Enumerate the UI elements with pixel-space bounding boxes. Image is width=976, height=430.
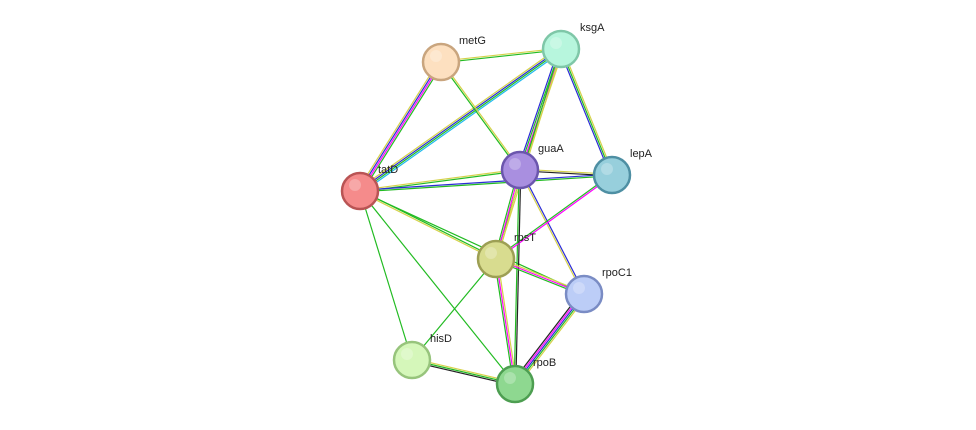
node-label-tatD: tatD bbox=[378, 164, 398, 176]
edge-line bbox=[493, 259, 515, 385]
edge-line bbox=[561, 48, 615, 175]
node-highlight bbox=[401, 348, 413, 360]
node-label-metG: metG bbox=[459, 35, 486, 47]
node-label-hisD: hisD bbox=[430, 333, 452, 345]
edge-line bbox=[440, 47, 561, 62]
edge-guaA-rpoC1 bbox=[518, 169, 586, 295]
node-label-rpsT: rpsT bbox=[514, 232, 536, 244]
node-ksgA[interactable] bbox=[541, 29, 581, 69]
edge-metG-guaA bbox=[439, 61, 522, 171]
node-label-rpoB: rpoB bbox=[533, 357, 556, 369]
edge-guaA-rpoB bbox=[513, 169, 522, 385]
edge-line bbox=[513, 169, 520, 384]
edge-tatD-rpoB bbox=[359, 190, 516, 385]
node-tatD[interactable] bbox=[340, 171, 380, 211]
edge-tatD-hisD bbox=[359, 190, 413, 361]
edge-line bbox=[520, 169, 586, 294]
edge-line bbox=[496, 175, 613, 261]
edge-line bbox=[359, 190, 413, 361]
edge-line bbox=[495, 173, 612, 259]
edge-metG-ksgA bbox=[440, 47, 562, 64]
edge-line bbox=[359, 168, 520, 191]
edge-line bbox=[359, 47, 561, 191]
node-rpoB[interactable] bbox=[495, 364, 535, 404]
edge-line bbox=[515, 170, 522, 385]
edge-rpsT-rpoB bbox=[493, 258, 518, 385]
edge-line bbox=[517, 48, 560, 170]
node-rpsT[interactable] bbox=[476, 239, 516, 279]
node-label-ksgA: ksgA bbox=[580, 22, 605, 34]
edge-line bbox=[358, 61, 441, 191]
edge-line bbox=[360, 62, 443, 192]
node-highlight bbox=[504, 372, 516, 384]
edge-line bbox=[495, 258, 516, 385]
node-highlight bbox=[349, 179, 361, 191]
labels-layer: metG ksgA guaA lepA tatD rpsT rpoC1 hisD rpoB bbox=[378, 22, 653, 369]
node-guaA[interactable] bbox=[500, 150, 540, 190]
node-label-rpoC1: rpoC1 bbox=[602, 267, 632, 279]
edge-line bbox=[361, 50, 563, 194]
edge-line bbox=[359, 191, 496, 261]
node-metG[interactable] bbox=[421, 42, 461, 82]
node-highlight bbox=[509, 158, 521, 170]
edge-lepA-rpsT bbox=[495, 173, 613, 261]
edge-ksgA-lepA bbox=[558, 48, 615, 176]
node-highlight bbox=[430, 50, 442, 62]
edge-line bbox=[518, 170, 584, 295]
edge-line bbox=[360, 175, 613, 193]
edge-line bbox=[360, 49, 562, 193]
node-highlight bbox=[485, 247, 497, 259]
edge-line bbox=[496, 258, 518, 384]
edge-line bbox=[358, 46, 560, 190]
edge-rpsT-hisD bbox=[411, 258, 497, 361]
edge-line bbox=[441, 61, 522, 170]
node-highlight bbox=[601, 163, 613, 175]
edge-line bbox=[441, 49, 562, 64]
node-lepA[interactable] bbox=[592, 155, 632, 195]
edge-line bbox=[357, 60, 440, 191]
nodes-layer bbox=[340, 29, 632, 404]
edge-line bbox=[411, 258, 497, 361]
edges-layer bbox=[357, 46, 615, 387]
node-highlight bbox=[550, 37, 562, 49]
node-highlight bbox=[573, 282, 585, 294]
edge-line bbox=[359, 190, 516, 385]
edge-line bbox=[439, 62, 520, 171]
edge-tatD-lepA bbox=[359, 173, 613, 193]
node-hisD[interactable] bbox=[392, 340, 432, 380]
edge-tatD-ksgA bbox=[358, 46, 563, 194]
edge-line bbox=[361, 62, 444, 193]
edge-line bbox=[558, 49, 612, 176]
edge-tatD-metG bbox=[357, 60, 444, 193]
edge-line bbox=[359, 173, 612, 191]
node-rpoC1[interactable] bbox=[564, 274, 604, 314]
node-label-guaA: guaA bbox=[538, 143, 564, 155]
node-label-lepA: lepA bbox=[630, 148, 653, 160]
edge-line bbox=[560, 48, 613, 176]
